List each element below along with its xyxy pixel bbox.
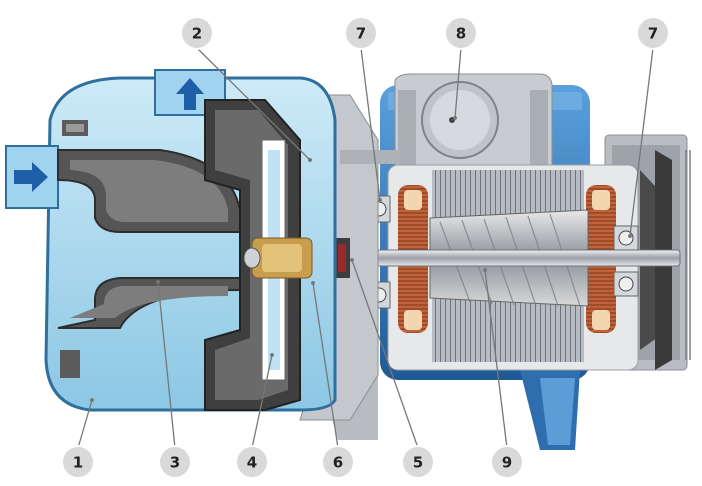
callout-label: 7 (648, 25, 658, 43)
callout-2: 2 (180, 16, 214, 50)
outlet-arrow-icon (176, 78, 204, 110)
callout-6: 6 (321, 445, 355, 479)
impeller (243, 139, 313, 381)
ejector-venturi (57, 149, 241, 329)
callout-label: 4 (247, 454, 257, 472)
terminal-box (394, 73, 553, 166)
callout-label: 8 (456, 25, 466, 43)
callout-label: 3 (170, 454, 180, 472)
callout-label: 5 (413, 454, 423, 472)
callout-label: 9 (502, 454, 512, 472)
inlet-arrow-icon (14, 162, 48, 192)
callout-label: 2 (192, 25, 202, 43)
callout-label: 6 (333, 454, 343, 472)
leader-lines (77, 47, 654, 449)
callout-5: 5 (401, 445, 435, 479)
callout-3: 3 (158, 445, 192, 479)
callout-4: 4 (235, 445, 269, 479)
callout-8: 8 (444, 16, 478, 50)
callout-9: 9 (490, 445, 524, 479)
callout-label: 7 (356, 25, 366, 43)
callout-7-front: 7 (344, 16, 378, 50)
callout-1: 1 (61, 445, 95, 479)
callout-label: 1 (73, 454, 83, 472)
bearing-rear (613, 225, 639, 297)
callout-7-rear: 7 (636, 16, 670, 50)
